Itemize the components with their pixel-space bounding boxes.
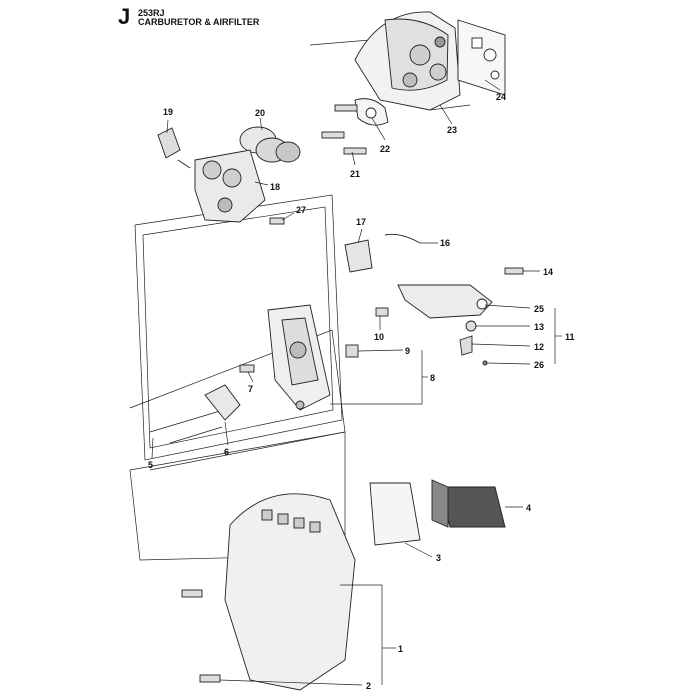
nipple-9 [345, 344, 359, 358]
callout-21: 21 [350, 169, 360, 179]
callout-24: 24 [496, 92, 506, 102]
gasket-22 [354, 98, 389, 126]
callout-labels: 19 20 22 21 18 27 24 23 17 16 14 10 25 1… [148, 92, 575, 691]
bracket-6 [204, 384, 241, 421]
assembly-frames [129, 39, 471, 561]
callout-14: 14 [543, 267, 553, 277]
screw-10 [375, 307, 389, 317]
leader-lines [151, 79, 562, 686]
cable-parts [459, 320, 488, 366]
callout-8: 8 [430, 373, 435, 383]
prefilter-3 [369, 482, 421, 546]
carburetor-18 [177, 149, 266, 223]
screws-2 [181, 589, 221, 683]
primer-bulb-17 [344, 239, 373, 273]
callout-5: 5 [148, 460, 153, 470]
intake-insulator-20 [239, 126, 301, 163]
callout-13: 13 [534, 322, 544, 332]
callout-20: 20 [255, 108, 265, 118]
callout-10: 10 [374, 332, 384, 342]
callout-19: 19 [163, 107, 173, 117]
callout-26: 26 [534, 360, 544, 370]
callout-16: 16 [440, 238, 450, 248]
intake-flange-part [354, 11, 461, 111]
screw-14 [504, 267, 524, 275]
screw-7 [239, 364, 255, 373]
callout-6: 6 [224, 447, 229, 457]
airfilter-housing-8 [267, 304, 331, 411]
throttle-bracket [397, 284, 493, 319]
callout-4: 4 [526, 503, 531, 513]
callout-12: 12 [534, 342, 544, 352]
callout-2: 2 [366, 681, 371, 691]
screw-27 [269, 217, 285, 225]
callout-25: 25 [534, 304, 544, 314]
callout-17: 17 [356, 217, 366, 227]
callout-11: 11 [565, 332, 575, 342]
callout-18: 18 [270, 182, 280, 192]
screws-21 [321, 104, 367, 155]
callout-27: 27 [296, 205, 306, 215]
section-title: CARBURETOR & AIRFILTER [138, 17, 260, 27]
fuel-hose-16 [384, 233, 421, 244]
model-number: 253RJ [138, 8, 165, 18]
section-letter: J [118, 4, 131, 29]
air-filter-4 [431, 479, 506, 528]
callout-7: 7 [248, 384, 253, 394]
long-screws-5 [149, 407, 231, 444]
adjuster-19 [157, 127, 181, 159]
callout-9: 9 [405, 346, 410, 356]
callout-3: 3 [436, 553, 441, 563]
callout-22: 22 [380, 144, 390, 154]
cylinder-cover-1 [224, 493, 356, 691]
gasket-24 [457, 19, 506, 96]
callout-1: 1 [398, 644, 403, 654]
callout-23: 23 [447, 125, 457, 135]
